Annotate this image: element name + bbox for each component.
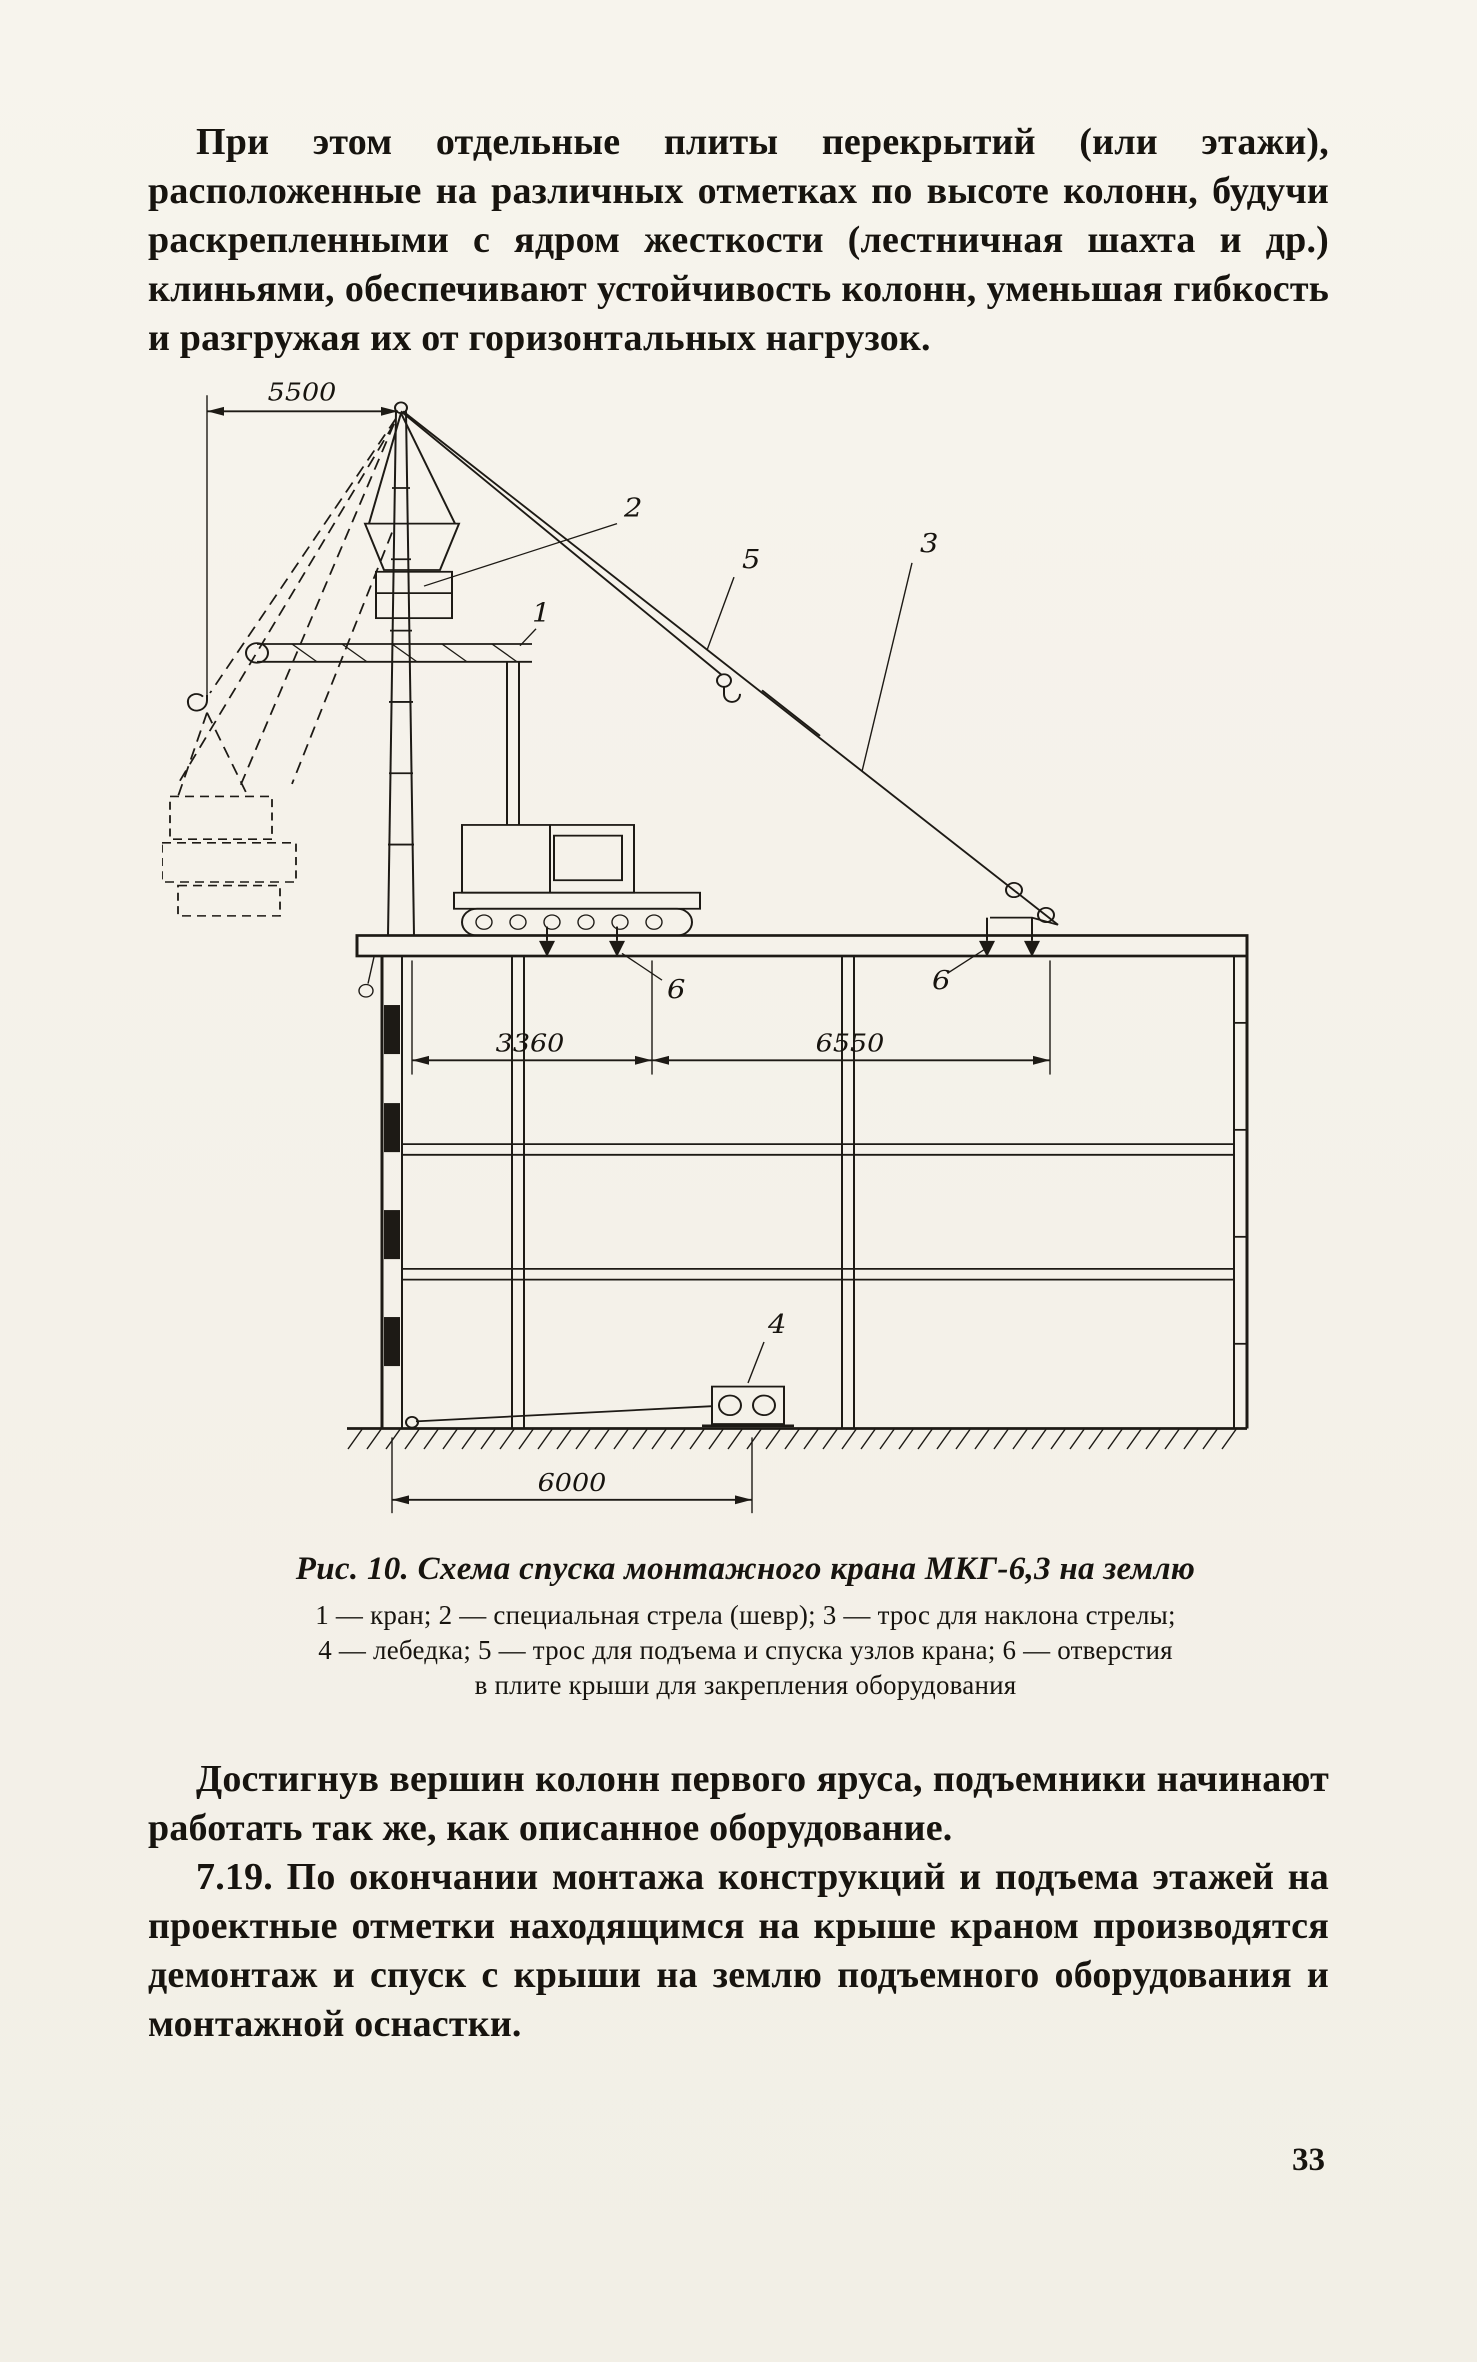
figure-caption-title: Рис. 10. Схема спуска монтажного крана М…	[295, 1551, 1196, 1588]
svg-text:3360: 3360	[496, 1030, 565, 1058]
tilt-rope	[402, 410, 1059, 941]
legend-line: 4 — лебедка; 5 — трос для подъема и спус…	[318, 1635, 1173, 1666]
dimension-3360-6550: 3360 6550	[411, 960, 1051, 1075]
svg-text:2: 2	[623, 494, 643, 523]
page-number: 33	[1292, 2142, 1325, 2178]
winch	[405, 1385, 794, 1429]
svg-text:6550: 6550	[816, 1030, 885, 1058]
svg-text:6: 6	[667, 975, 685, 1004]
svg-text:5: 5	[742, 546, 760, 575]
crane-diagram: 5500	[162, 381, 1249, 1514]
suspended-load	[363, 412, 461, 620]
part-labels: 2 5 3 1 6 6 4	[423, 494, 985, 1384]
svg-text:3: 3	[920, 530, 938, 559]
figure-caption: Рис. 10. Схема спуска монтажного крана М…	[162, 1551, 1329, 1703]
svg-text:5500: 5500	[268, 381, 337, 407]
svg-text:1: 1	[532, 599, 550, 628]
crane-ground-silhouette	[162, 795, 297, 917]
svg-text:4: 4	[767, 1311, 787, 1340]
figure-caption-legend: 1 — кран; 2 — специальная стрела (шевр);…	[162, 1598, 1329, 1703]
svg-text:6000: 6000	[538, 1469, 607, 1497]
bottom-paragraph-block: Достигнув вершин колонн первого яруса, п…	[148, 1755, 1329, 2049]
svg-text:6: 6	[932, 966, 950, 995]
paragraph: При этом отдельные плиты перекрытий (или…	[148, 121, 1329, 360]
paragraph-text: По окончании монтажа конструкций и подъе…	[148, 1856, 1329, 2046]
paragraph: 7.19. По окончании монтажа конструкций и…	[148, 1853, 1329, 2049]
ground-line	[347, 1427, 1247, 1450]
figure: 5500	[162, 381, 1329, 1703]
hoist-rope	[400, 410, 741, 703]
crane-on-roof	[245, 642, 701, 937]
legend-line: 1 — кран; 2 — специальная стрела (шевр);…	[315, 1600, 1176, 1631]
dimension-5500: 5500	[186, 381, 398, 712]
top-paragraph-block: При этом отдельные плиты перекрытий (или…	[148, 118, 1329, 363]
section-number: 7.19.	[196, 1856, 273, 1899]
paragraph: Достигнув вершин колонн первого яруса, п…	[148, 1758, 1329, 1850]
legend-line: в плите крыши для закрепления оборудован…	[474, 1670, 1017, 1701]
lowering-path-dashed-lines	[177, 418, 397, 797]
chevron-mast	[387, 401, 415, 936]
dimension-6000: 6000	[391, 1437, 753, 1514]
building-section	[355, 934, 1249, 1429]
roof-anchors	[539, 926, 1040, 957]
